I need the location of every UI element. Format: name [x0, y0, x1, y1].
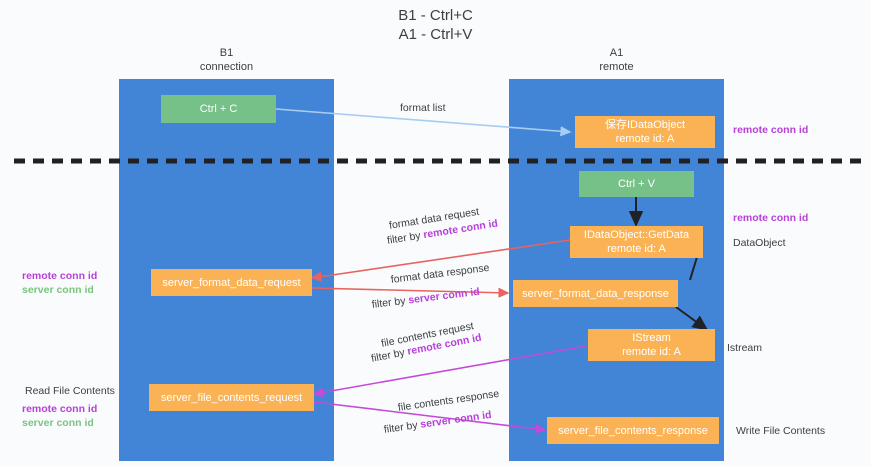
node-istream-line1: IStream: [632, 332, 671, 344]
node-idataobject-getdata-line1: IDataObject::GetData: [583, 229, 690, 241]
node-server-file-contents-response-label: server_file_contents_response: [558, 424, 708, 437]
note-istream-text: Istream: [727, 342, 763, 354]
edge-format-list: [275, 108, 572, 137]
note-left-remote-conn-id: remote conn id: [22, 269, 97, 283]
column-header-a1-line1: A1: [609, 47, 624, 59]
note-left-remote-conn-id-2-text: remote conn id: [22, 403, 98, 415]
note-read-file-contents-text: Read File Contents: [25, 385, 115, 397]
note-write-file-contents: Write File Contents: [736, 424, 825, 438]
node-server-format-data-response-label: server_format_data_response: [522, 287, 669, 300]
edge-file-contents-response: [313, 401, 547, 434]
edge-label-format-list-text: format list: [400, 102, 446, 114]
note-left-server-conn-id-text: server conn id: [22, 284, 94, 296]
note-left-server-conn-id-2-text: server conn id: [22, 417, 94, 429]
note-remote-conn-id-middle-text: remote conn id: [733, 212, 809, 224]
column-header-b1: B1 connection: [119, 46, 334, 74]
note-remote-conn-id-top: remote conn id: [733, 123, 808, 137]
note-left-server-conn-id: server conn id: [22, 283, 94, 297]
node-idataobject-getdata[interactable]: IDataObject::GetData remote id: A: [570, 226, 703, 258]
note-left-remote-conn-id-2: remote conn id: [22, 402, 97, 416]
diagram-title: B1 - Ctrl+C A1 - Ctrl+V: [0, 6, 871, 44]
note-left-server-conn-id-2: server conn id: [22, 416, 94, 430]
edge-format-data-response: [311, 287, 510, 298]
node-server-format-data-request-label: server_format_data_request: [162, 276, 301, 289]
column-header-a1-line2: remote: [599, 61, 634, 73]
node-ctrl-c[interactable]: Ctrl + C: [161, 95, 276, 123]
node-save-idataobject[interactable]: 保存IDataObject remote id: A: [575, 116, 715, 148]
node-server-format-data-response[interactable]: server_format_data_response: [513, 280, 678, 307]
node-server-file-contents-request[interactable]: server_file_contents_request: [149, 384, 314, 411]
note-write-file-contents-text: Write File Contents: [736, 425, 826, 437]
column-header-b1-line2: connection: [199, 61, 254, 73]
column-header-b1-line1: B1: [219, 47, 234, 59]
node-save-idataobject-line1: 保存IDataObject: [604, 119, 686, 131]
title-line-1: B1 - Ctrl+C: [398, 7, 473, 24]
title-line-2: A1 - Ctrl+V: [398, 26, 473, 43]
node-ctrl-v-label: Ctrl + V: [618, 178, 655, 190]
edge-label-format-list: format list: [400, 101, 446, 115]
node-server-format-data-request[interactable]: server_format_data_request: [151, 269, 312, 296]
node-server-file-contents-response[interactable]: server_file_contents_response: [547, 417, 719, 444]
note-remote-conn-id-middle: remote conn id: [733, 211, 808, 225]
edge-format-data-request: [310, 239, 571, 282]
note-istream: Istream: [727, 341, 762, 355]
node-ctrl-v[interactable]: Ctrl + V: [579, 171, 694, 197]
node-istream-line2: remote id: A: [622, 346, 681, 358]
note-dataobject-text: DataObject: [733, 237, 786, 249]
edge-getdata-to-format-response: [689, 256, 698, 281]
node-save-idataobject-line2: remote id: A: [615, 133, 675, 145]
edge-file-contents-request: [312, 345, 587, 398]
note-remote-conn-id-top-text: remote conn id: [733, 124, 809, 136]
note-left-remote-conn-id-text: remote conn id: [22, 270, 98, 282]
note-dataobject: DataObject: [733, 236, 786, 250]
note-read-file-contents: Read File Contents: [25, 384, 115, 398]
node-ctrl-c-label: Ctrl + C: [199, 103, 238, 115]
column-header-a1: A1 remote: [509, 46, 724, 74]
node-idataobject-getdata-line2: remote id: A: [607, 243, 666, 255]
node-istream[interactable]: IStream remote id: A: [588, 329, 715, 361]
edge-format-response-to-istream: [675, 306, 709, 331]
node-server-file-contents-request-label: server_file_contents_request: [160, 391, 303, 404]
